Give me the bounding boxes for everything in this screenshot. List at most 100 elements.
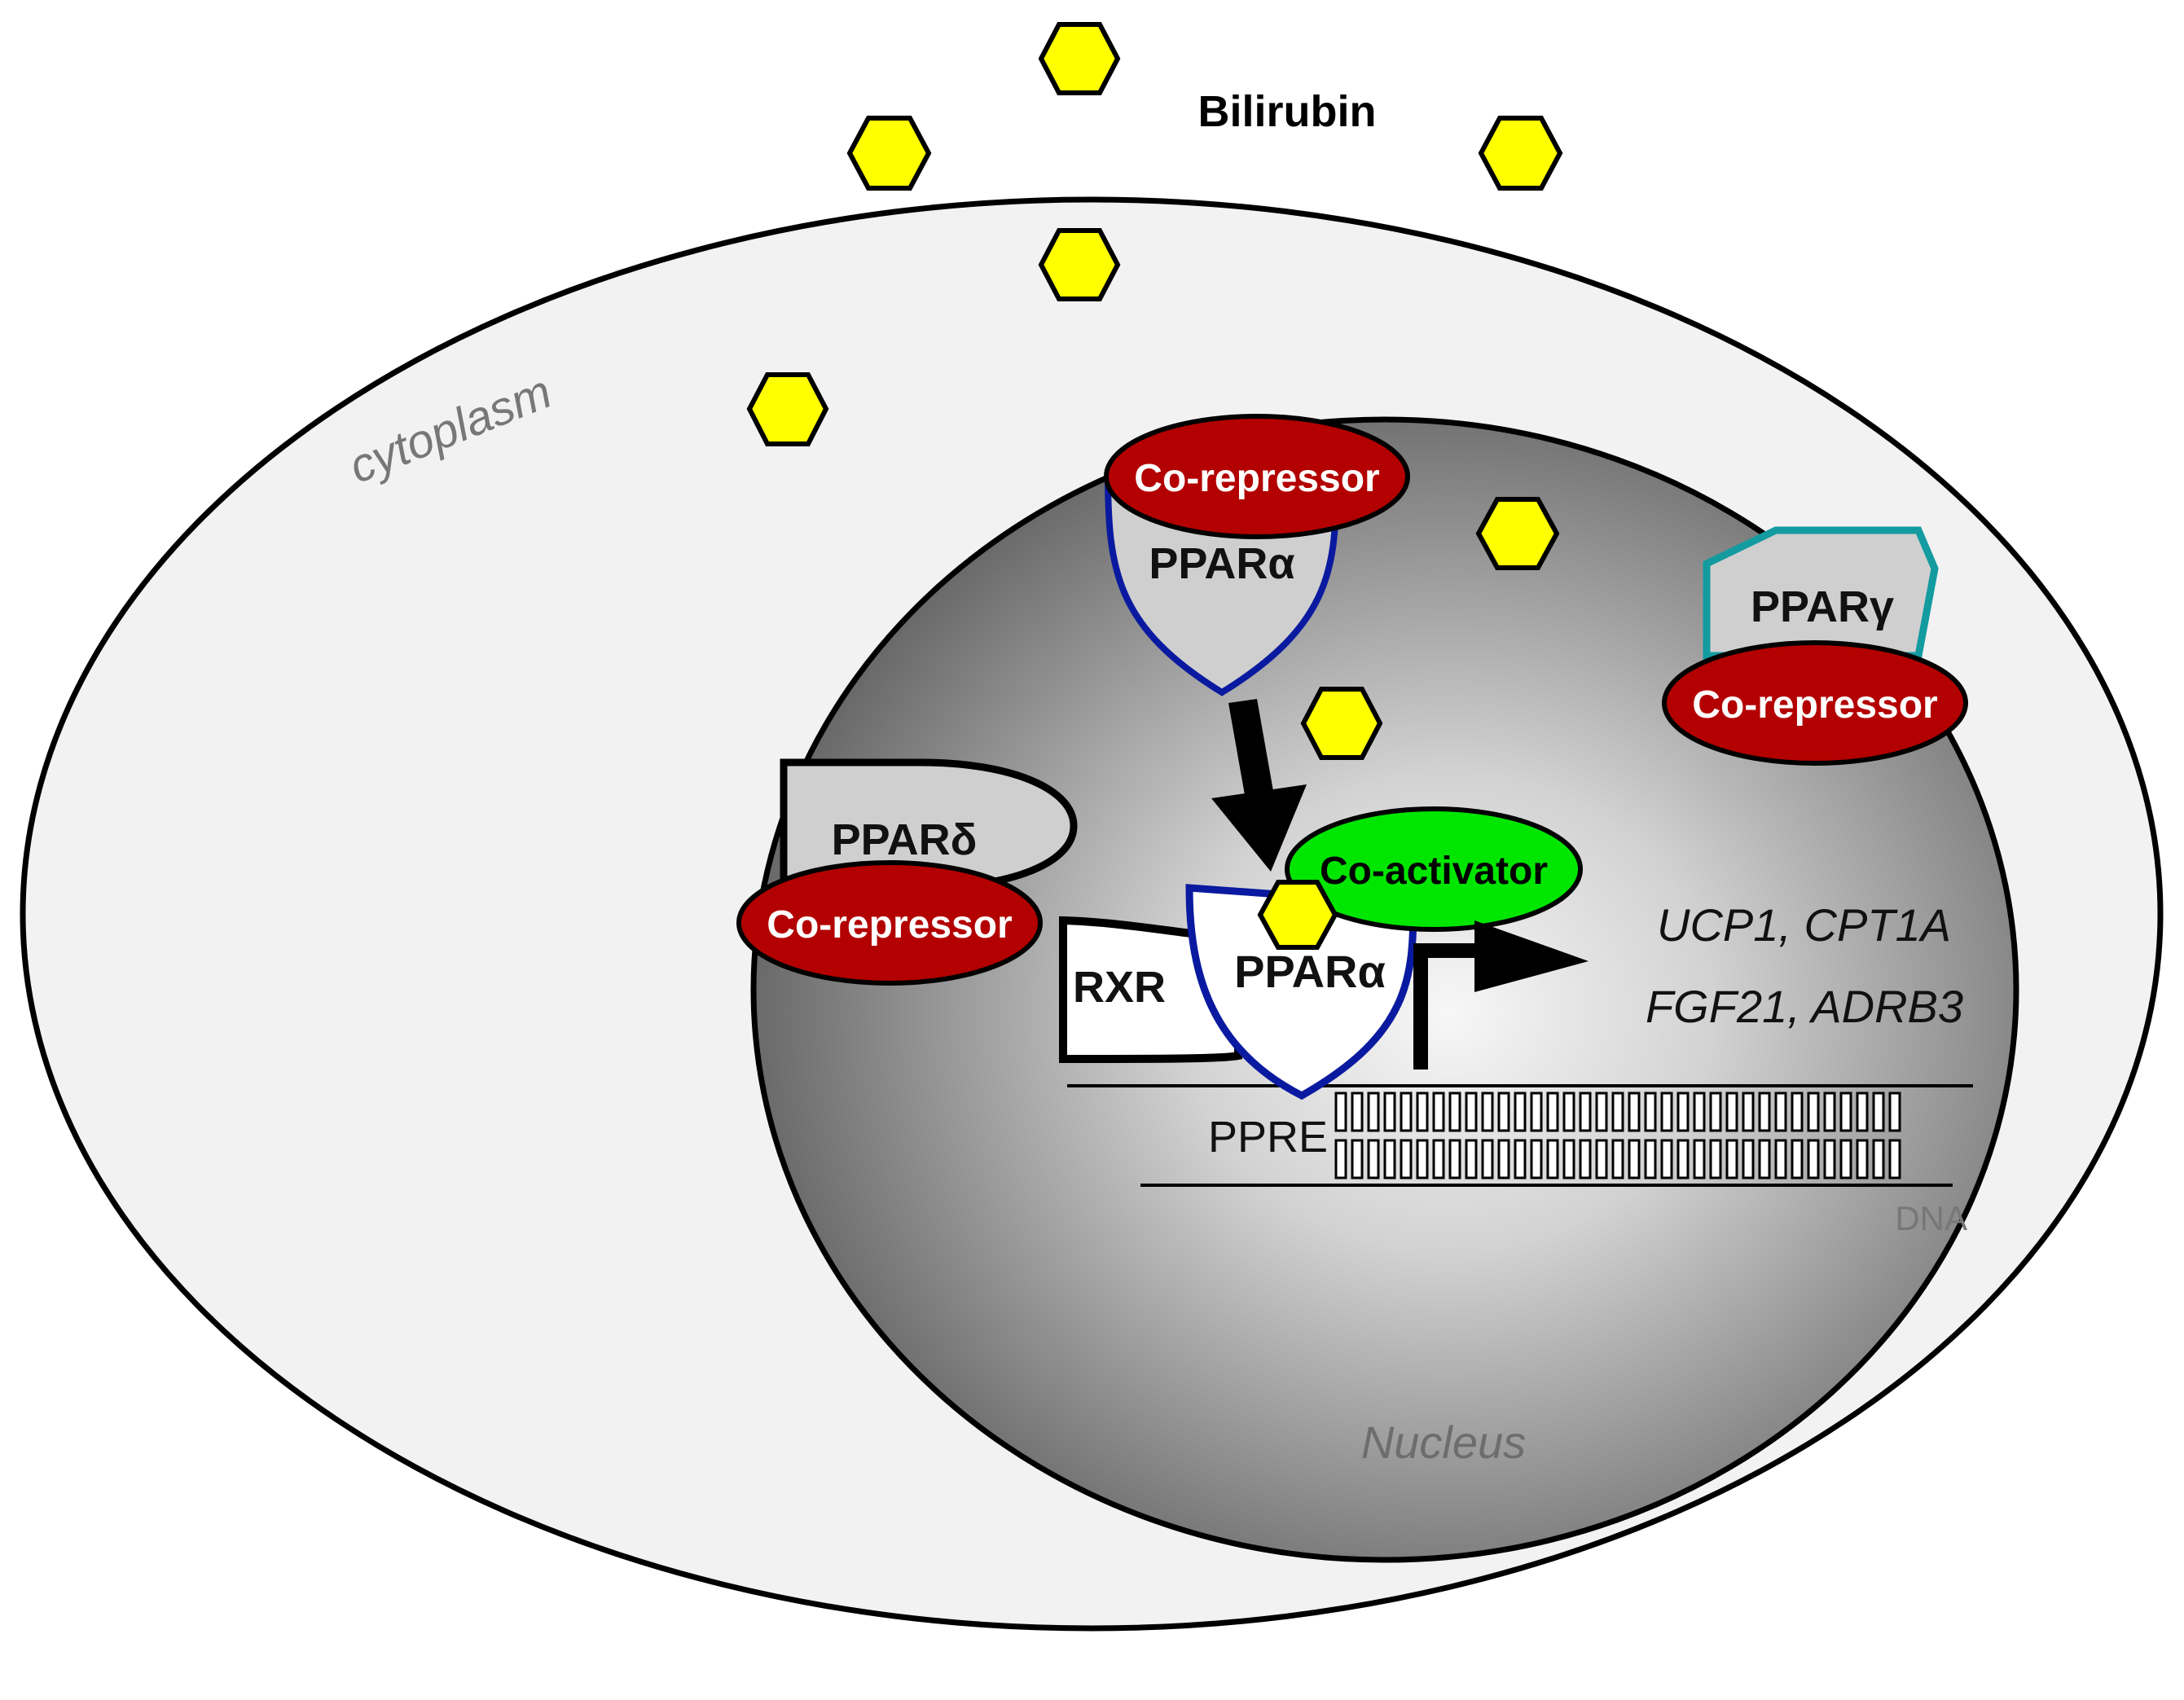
- ppre-repeat-box: [1856, 1139, 1869, 1179]
- ppar-alpha-label-active: PPARα: [1234, 946, 1386, 997]
- ppar-gamma-receptor: [1703, 526, 1939, 660]
- bilirubin-hexagon: [1475, 497, 1560, 570]
- co-activator: [1285, 806, 1583, 932]
- bilirubin-hexagon: [1300, 687, 1383, 760]
- ppre-repeat-box: [1367, 1139, 1380, 1179]
- ppre-repeat-box: [1497, 1139, 1510, 1179]
- ppre-repeat-box: [1725, 1092, 1738, 1132]
- co-repressor-right-label: Co-repressor: [1692, 683, 1937, 727]
- ppre-repeat-box: [1872, 1139, 1885, 1179]
- ppre-repeat-box: [1530, 1139, 1543, 1179]
- ppre-repeat-box: [1644, 1092, 1657, 1132]
- ppre-repeat-box: [1562, 1092, 1575, 1132]
- ppre-repeat-box: [1742, 1139, 1755, 1179]
- ppre-label: PPRE: [1208, 1113, 1328, 1162]
- co-repressor-left-label: Co-repressor: [767, 903, 1012, 947]
- ppre-repeat-box: [1530, 1092, 1543, 1132]
- ppre-repeat-box: [1432, 1139, 1445, 1179]
- ppre-repeat-box: [1465, 1092, 1478, 1132]
- ppre-repeat-box: [1611, 1092, 1624, 1132]
- ppre-repeat-box: [1481, 1139, 1494, 1179]
- ppre-repeat-box: [1611, 1139, 1624, 1179]
- target-genes-line-1: UCP1, CPT1A: [1657, 899, 1951, 951]
- co-repressor-right: [1662, 640, 1968, 766]
- ppre-repeat-box: [1676, 1139, 1690, 1179]
- ppre-repeat-box: [1807, 1092, 1820, 1132]
- ppre-repeat-box: [1839, 1092, 1852, 1132]
- ppre-repeat-box: [1481, 1092, 1494, 1132]
- ppre-repeat-box: [1465, 1139, 1478, 1179]
- bilirubin-hexagon: [746, 372, 829, 446]
- ppre-repeat-box: [1562, 1139, 1575, 1179]
- ppre-repeat-box: [1416, 1139, 1429, 1179]
- ppre-repeat-box: [1693, 1092, 1706, 1132]
- ppar-alpha-receptor-active: [1185, 884, 1417, 1100]
- bilirubin-hexagon: [1038, 228, 1121, 301]
- ppre-repeat-box: [1725, 1139, 1738, 1179]
- ppre-repeat-box: [1383, 1092, 1396, 1132]
- nucleus-label: Nucleus: [1361, 1417, 1526, 1468]
- co-repressor-left: [736, 860, 1043, 986]
- ppre-repeat-box: [1676, 1092, 1690, 1132]
- ppre-repeat-box: [1709, 1139, 1722, 1179]
- ppre-repeat-box: [1351, 1139, 1364, 1179]
- bilirubin-molecules: [746, 22, 1563, 760]
- ppre-repeat-box: [1595, 1139, 1608, 1179]
- ppre-repeat-box: [1400, 1092, 1413, 1132]
- ppre-repeat-box: [1497, 1092, 1510, 1132]
- ppre-repeat-box: [1448, 1092, 1461, 1132]
- ppre-repeat-box: [1595, 1092, 1608, 1132]
- ppre-repeat-box: [1628, 1139, 1641, 1179]
- ppre-repeat-box: [1514, 1139, 1527, 1179]
- co-repressor-top: [1104, 414, 1410, 539]
- ppre-repeat-box: [1367, 1092, 1380, 1132]
- bilirubin-hexagon: [1038, 22, 1121, 95]
- ppre-repeat-box: [1758, 1139, 1771, 1179]
- arrow-down-icon: [1211, 699, 1307, 872]
- co-repressor-top-label: Co-repressor: [1134, 457, 1379, 500]
- rxr-label: RXR: [1073, 963, 1166, 1012]
- ppre-repeat-box: [1579, 1139, 1592, 1179]
- ppre-repeat-box: [1888, 1092, 1901, 1132]
- transcription-start-arrow-icon: [1413, 920, 1589, 1070]
- ppre-repeat-box: [1791, 1139, 1804, 1179]
- ppre-repeat-box: [1758, 1092, 1771, 1132]
- dna-label: DNA: [1895, 1199, 1967, 1237]
- ppre-repeat-box: [1546, 1092, 1559, 1132]
- ppre-repeat-box: [1856, 1092, 1869, 1132]
- ppar-gamma-label: PPARγ: [1751, 582, 1894, 631]
- ppre-repeat-box: [1791, 1092, 1804, 1132]
- ppre-repeat-box: [1807, 1139, 1820, 1179]
- ppre-repeat-box: [1628, 1092, 1641, 1132]
- ppre-repeat-box: [1774, 1092, 1787, 1132]
- ppre-repeat-box: [1742, 1092, 1755, 1132]
- ppre-repeat-box: [1823, 1139, 1836, 1179]
- ppre-repeat-box: [1351, 1092, 1364, 1132]
- ppre-repeat-box: [1383, 1139, 1396, 1179]
- ppre-repeat-box: [1839, 1139, 1852, 1179]
- ppre-element: [1334, 1092, 1901, 1179]
- target-genes-line-2: FGF21, ADRB3: [1646, 981, 1963, 1032]
- bilirubin-hexagon-bound: [1257, 880, 1338, 950]
- ppar-alpha-label-top: PPARα: [1149, 539, 1294, 588]
- ppre-repeat-box: [1693, 1139, 1706, 1179]
- bilirubin-hexagon: [1478, 116, 1563, 191]
- ppre-repeat-box: [1514, 1092, 1527, 1132]
- ppar-delta-label: PPARδ: [832, 815, 978, 864]
- ppre-repeat-box: [1660, 1139, 1673, 1179]
- ppre-repeat-box: [1432, 1092, 1445, 1132]
- ppre-repeat-box: [1334, 1139, 1347, 1179]
- ppre-repeat-box: [1416, 1092, 1429, 1132]
- ppre-repeat-box: [1546, 1139, 1559, 1179]
- bilirubin-hexagon: [846, 116, 932, 191]
- ppre-repeat-box: [1660, 1092, 1673, 1132]
- ppre-repeat-box: [1448, 1139, 1461, 1179]
- ppre-repeat-box: [1823, 1092, 1836, 1132]
- bilirubin-label: Bilirubin: [1198, 87, 1377, 136]
- ppre-repeat-box: [1872, 1092, 1885, 1132]
- ppre-repeat-box: [1334, 1092, 1347, 1132]
- ppre-repeat-box: [1774, 1139, 1787, 1179]
- ppre-repeat-box: [1644, 1139, 1657, 1179]
- ppre-repeat-box: [1709, 1092, 1722, 1132]
